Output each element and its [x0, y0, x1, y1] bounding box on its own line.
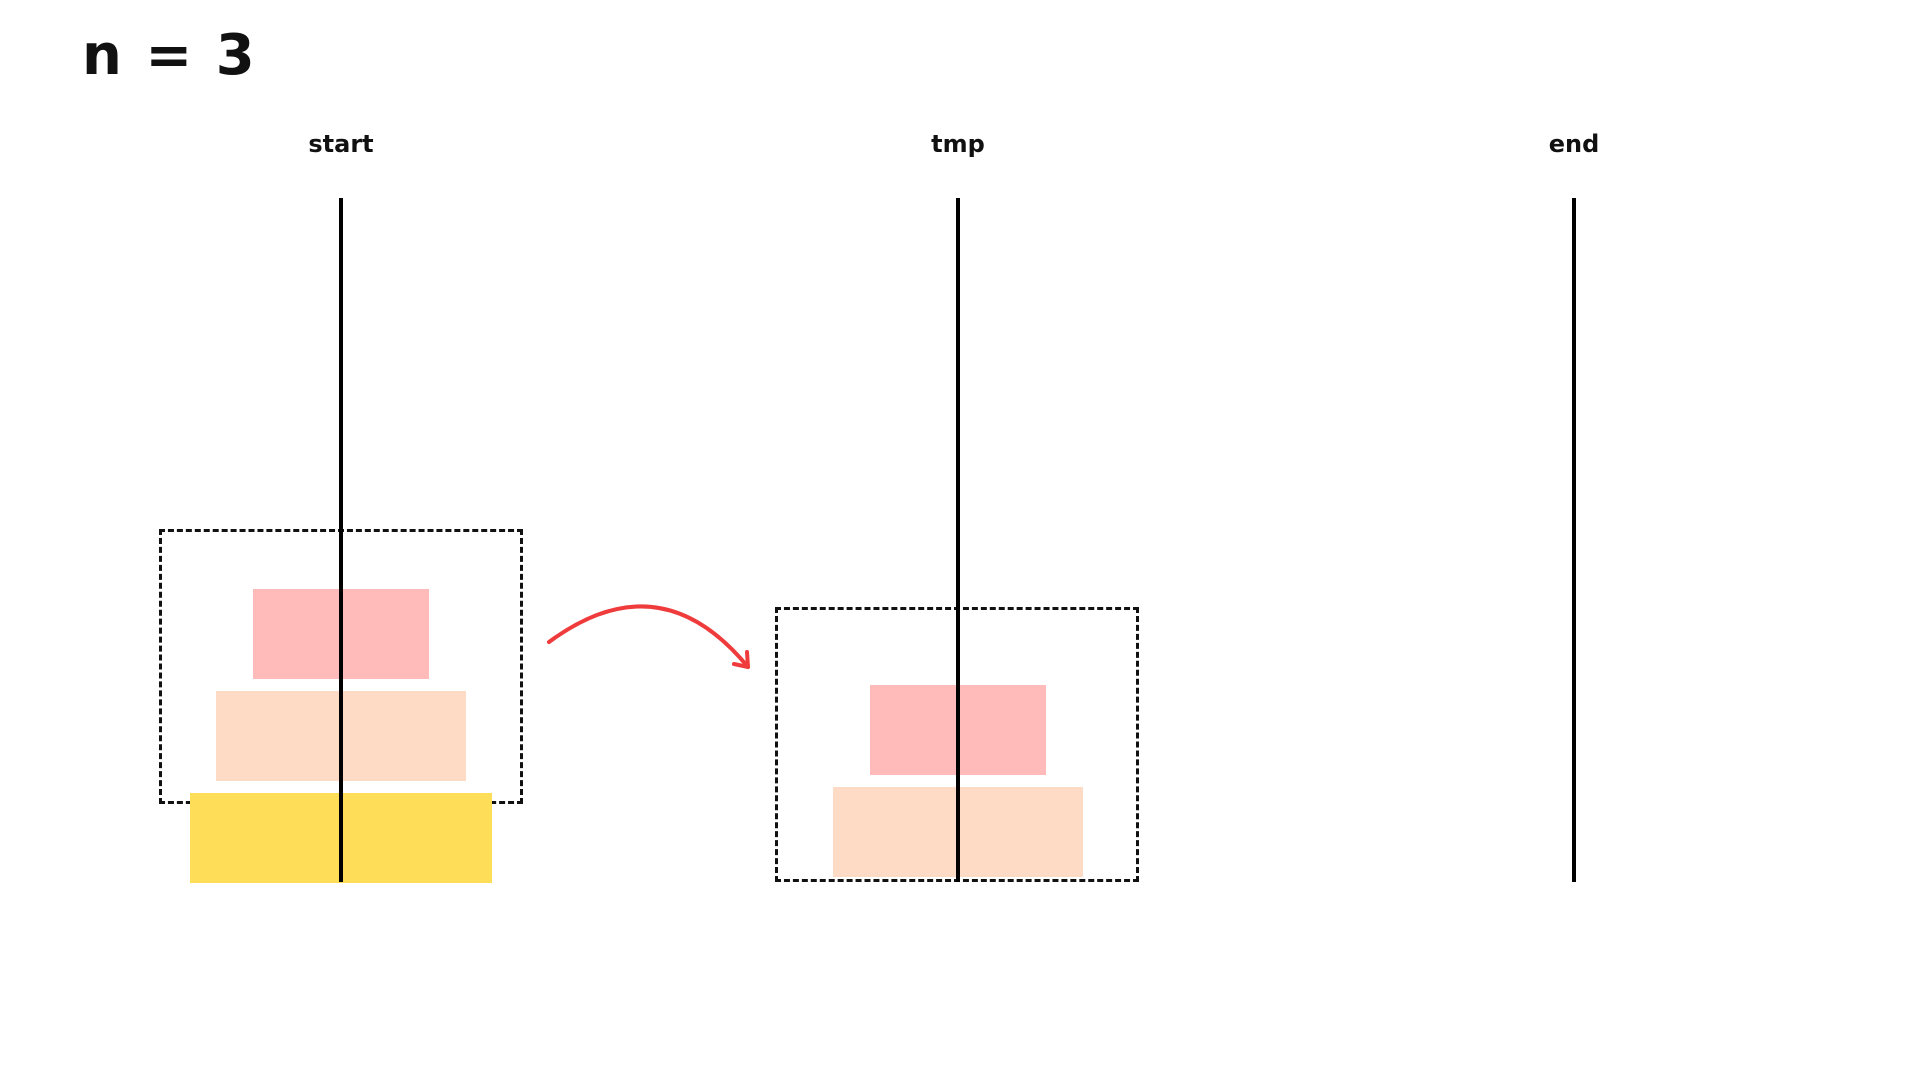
peg-label-start: start — [308, 130, 374, 158]
peg-start — [339, 198, 343, 882]
peg-label-tmp: tmp — [931, 130, 985, 158]
peg-tmp — [956, 198, 960, 882]
peg-end — [1572, 198, 1576, 882]
move-arrow-head — [732, 650, 750, 669]
move-arrow-curve — [547, 604, 750, 669]
peg-label-end: end — [1548, 130, 1600, 158]
diagram-title: n = 3 — [82, 23, 257, 88]
